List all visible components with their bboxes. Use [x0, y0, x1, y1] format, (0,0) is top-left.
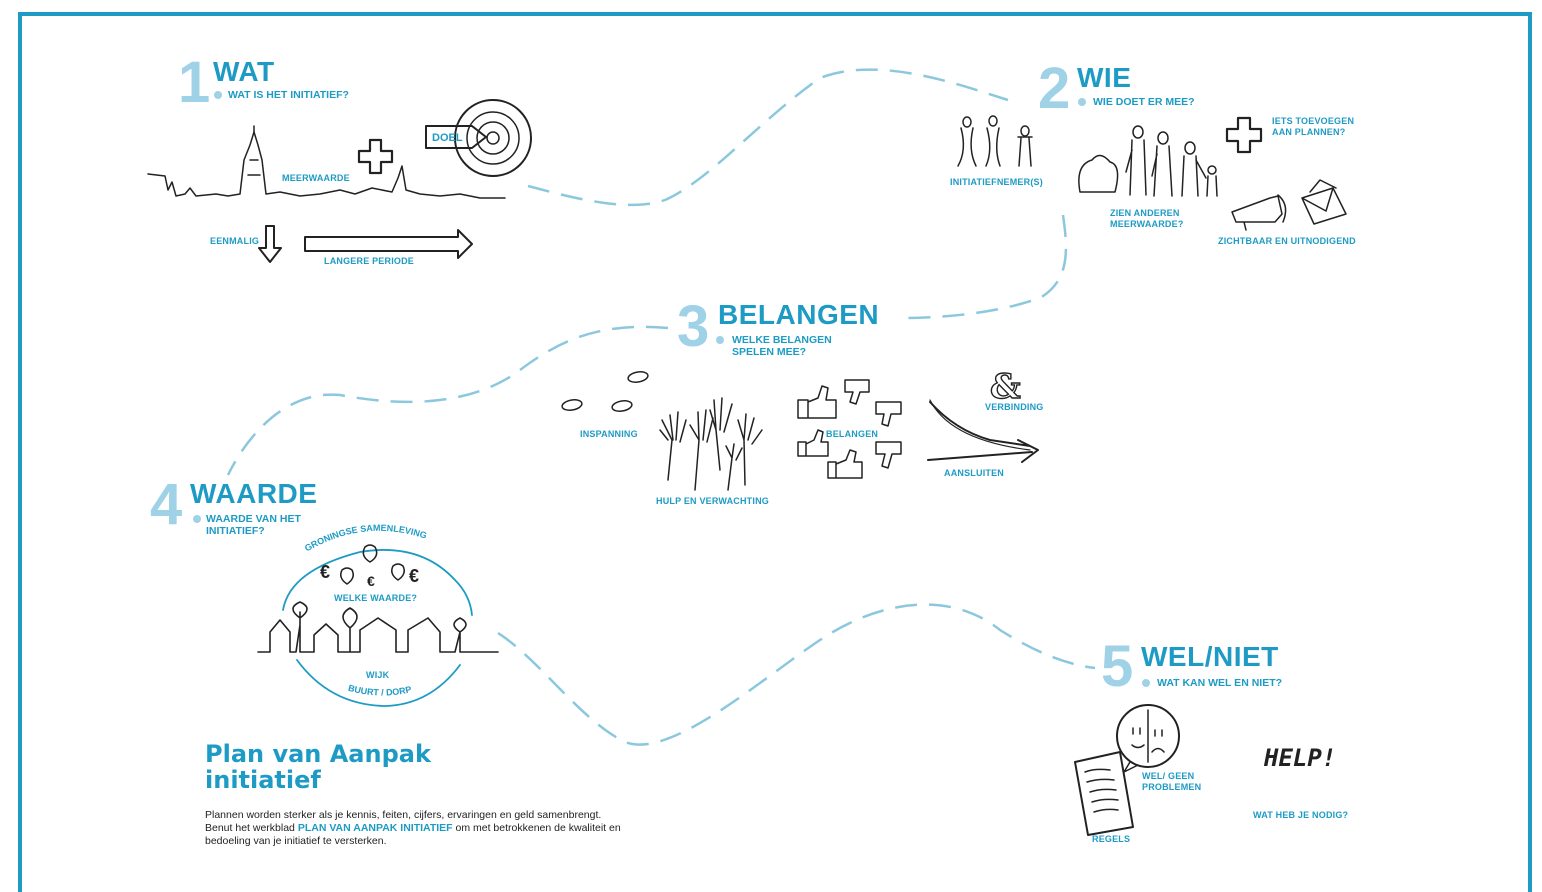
step-5-title: WEL/NIET: [1141, 641, 1279, 672]
target-icon: [454, 99, 532, 177]
wat-heb-label: WAT HEB JE NODIG?: [1253, 810, 1349, 820]
neighbourhood-arc: [296, 659, 461, 707]
regels-label: REGELS: [1092, 834, 1131, 844]
step-2-number: 2: [1038, 56, 1071, 121]
euro-symbol: €: [320, 562, 330, 582]
plan-title-line1: Plan van Aanpak: [205, 740, 431, 768]
plan-body: Plannen worden sterker als je kennis, fe…: [205, 809, 625, 848]
zien-anderen-label: ZIEN ANDEREN MEERWAARDE?: [1110, 208, 1184, 229]
step-1-question: WAT IS HET INITIATIEF?: [228, 89, 349, 101]
help-lettering: HELP!: [1264, 744, 1337, 772]
step-2-title: WIE: [1077, 62, 1132, 93]
verbinding-label: VERBINDING: [985, 402, 1044, 412]
footprints-icon: [561, 371, 649, 412]
step-4-number: 4: [150, 472, 183, 537]
step-3-number: 3: [677, 294, 710, 359]
plus-icon: [357, 138, 394, 175]
long-arrow-icon: [304, 229, 473, 259]
zichtbaar-label: ZICHTBAAR EN UITNODIGEND: [1218, 236, 1356, 246]
face-bubble-icon: [1116, 704, 1180, 768]
journey-path: [226, 68, 1096, 746]
step-5-number: 5: [1101, 634, 1134, 699]
plan-title-line2: initiatief: [205, 766, 321, 794]
group-figures: [1078, 125, 1218, 197]
bullet-dot: [193, 515, 201, 523]
belangen-label: BELANGEN: [826, 429, 879, 439]
step-3-title: BELANGEN: [718, 299, 880, 330]
welke-waarde-label: WELKE WAARDE?: [334, 593, 418, 603]
houses-skyline: [257, 601, 499, 653]
iets-toevoegen-label: IETS TOEVOEGEN AAN PLANNEN?: [1272, 116, 1355, 137]
raised-hands-icon: [659, 397, 763, 491]
bullet-dot: [716, 336, 724, 344]
plan-body-highlight: PLAN VAN AANPAK INITIATIEF: [297, 822, 453, 834]
plan-body-text: om met betrokkenen de kwaliteit en bedoe…: [205, 822, 621, 847]
aansluiten-label: AANSLUITEN: [944, 468, 1004, 478]
step-5-question: WAT KAN WEL EN NIET?: [1157, 677, 1283, 689]
bullet-dot: [1142, 679, 1150, 687]
ampersand-icon: &: [990, 367, 1021, 407]
doel-label: DOEL: [432, 132, 463, 144]
hulp-label: HULP EN VERWACHTING: [656, 496, 769, 506]
initiatiefnemers-figures: [957, 115, 1033, 167]
plan-title: Plan van Aanpak initiatief: [205, 741, 431, 793]
euro-symbol: €: [367, 573, 375, 589]
down-arrow-icon: [258, 225, 282, 263]
langere-periode-label: LANGERE PERIODE: [324, 256, 415, 266]
thumbs-icons: [797, 379, 902, 479]
doel-arrow: [425, 125, 487, 149]
envelope-icon: [1301, 179, 1347, 225]
initiatiefnemers-label: INITIATIEFNEMER(S): [950, 177, 1043, 187]
step-4-title: WAARDE: [190, 478, 318, 509]
inspanning-label: INSPANNING: [580, 429, 638, 439]
society-arc: [282, 549, 473, 616]
megaphone-icon: [1231, 194, 1287, 231]
euro-symbol: €: [409, 566, 419, 586]
step-2-question: WIE DOET ER MEE?: [1093, 96, 1195, 108]
wel-geen-label: WEL/ GEEN PROBLEMEN: [1142, 771, 1202, 792]
step-3-question: WELKE BELANGEN SPELEN MEE?: [732, 334, 832, 358]
plan-body-text: Plannen worden sterker als je kennis, fe…: [205, 809, 602, 834]
wijk-label: WIJK: [366, 670, 390, 680]
bullet-dot: [1078, 98, 1086, 106]
bullet-dot: [214, 91, 222, 99]
step-1-number: 1: [178, 50, 211, 115]
step-4-question: WAARDE VAN HET INITIATIEF?: [206, 513, 301, 537]
city-skyline: [147, 131, 506, 199]
converging-arrows-icon: [927, 401, 1039, 463]
step-1-title: WAT: [213, 56, 275, 87]
meerwaarde-label: MEERWAARDE: [282, 173, 350, 183]
document-icon: [1074, 751, 1134, 836]
plus-icon-2: [1225, 116, 1263, 154]
eenmalig-label: EENMALIG: [210, 236, 260, 246]
page-frame: [18, 12, 1532, 892]
buurt-arc-text: BUURT / DORP: [347, 683, 412, 698]
